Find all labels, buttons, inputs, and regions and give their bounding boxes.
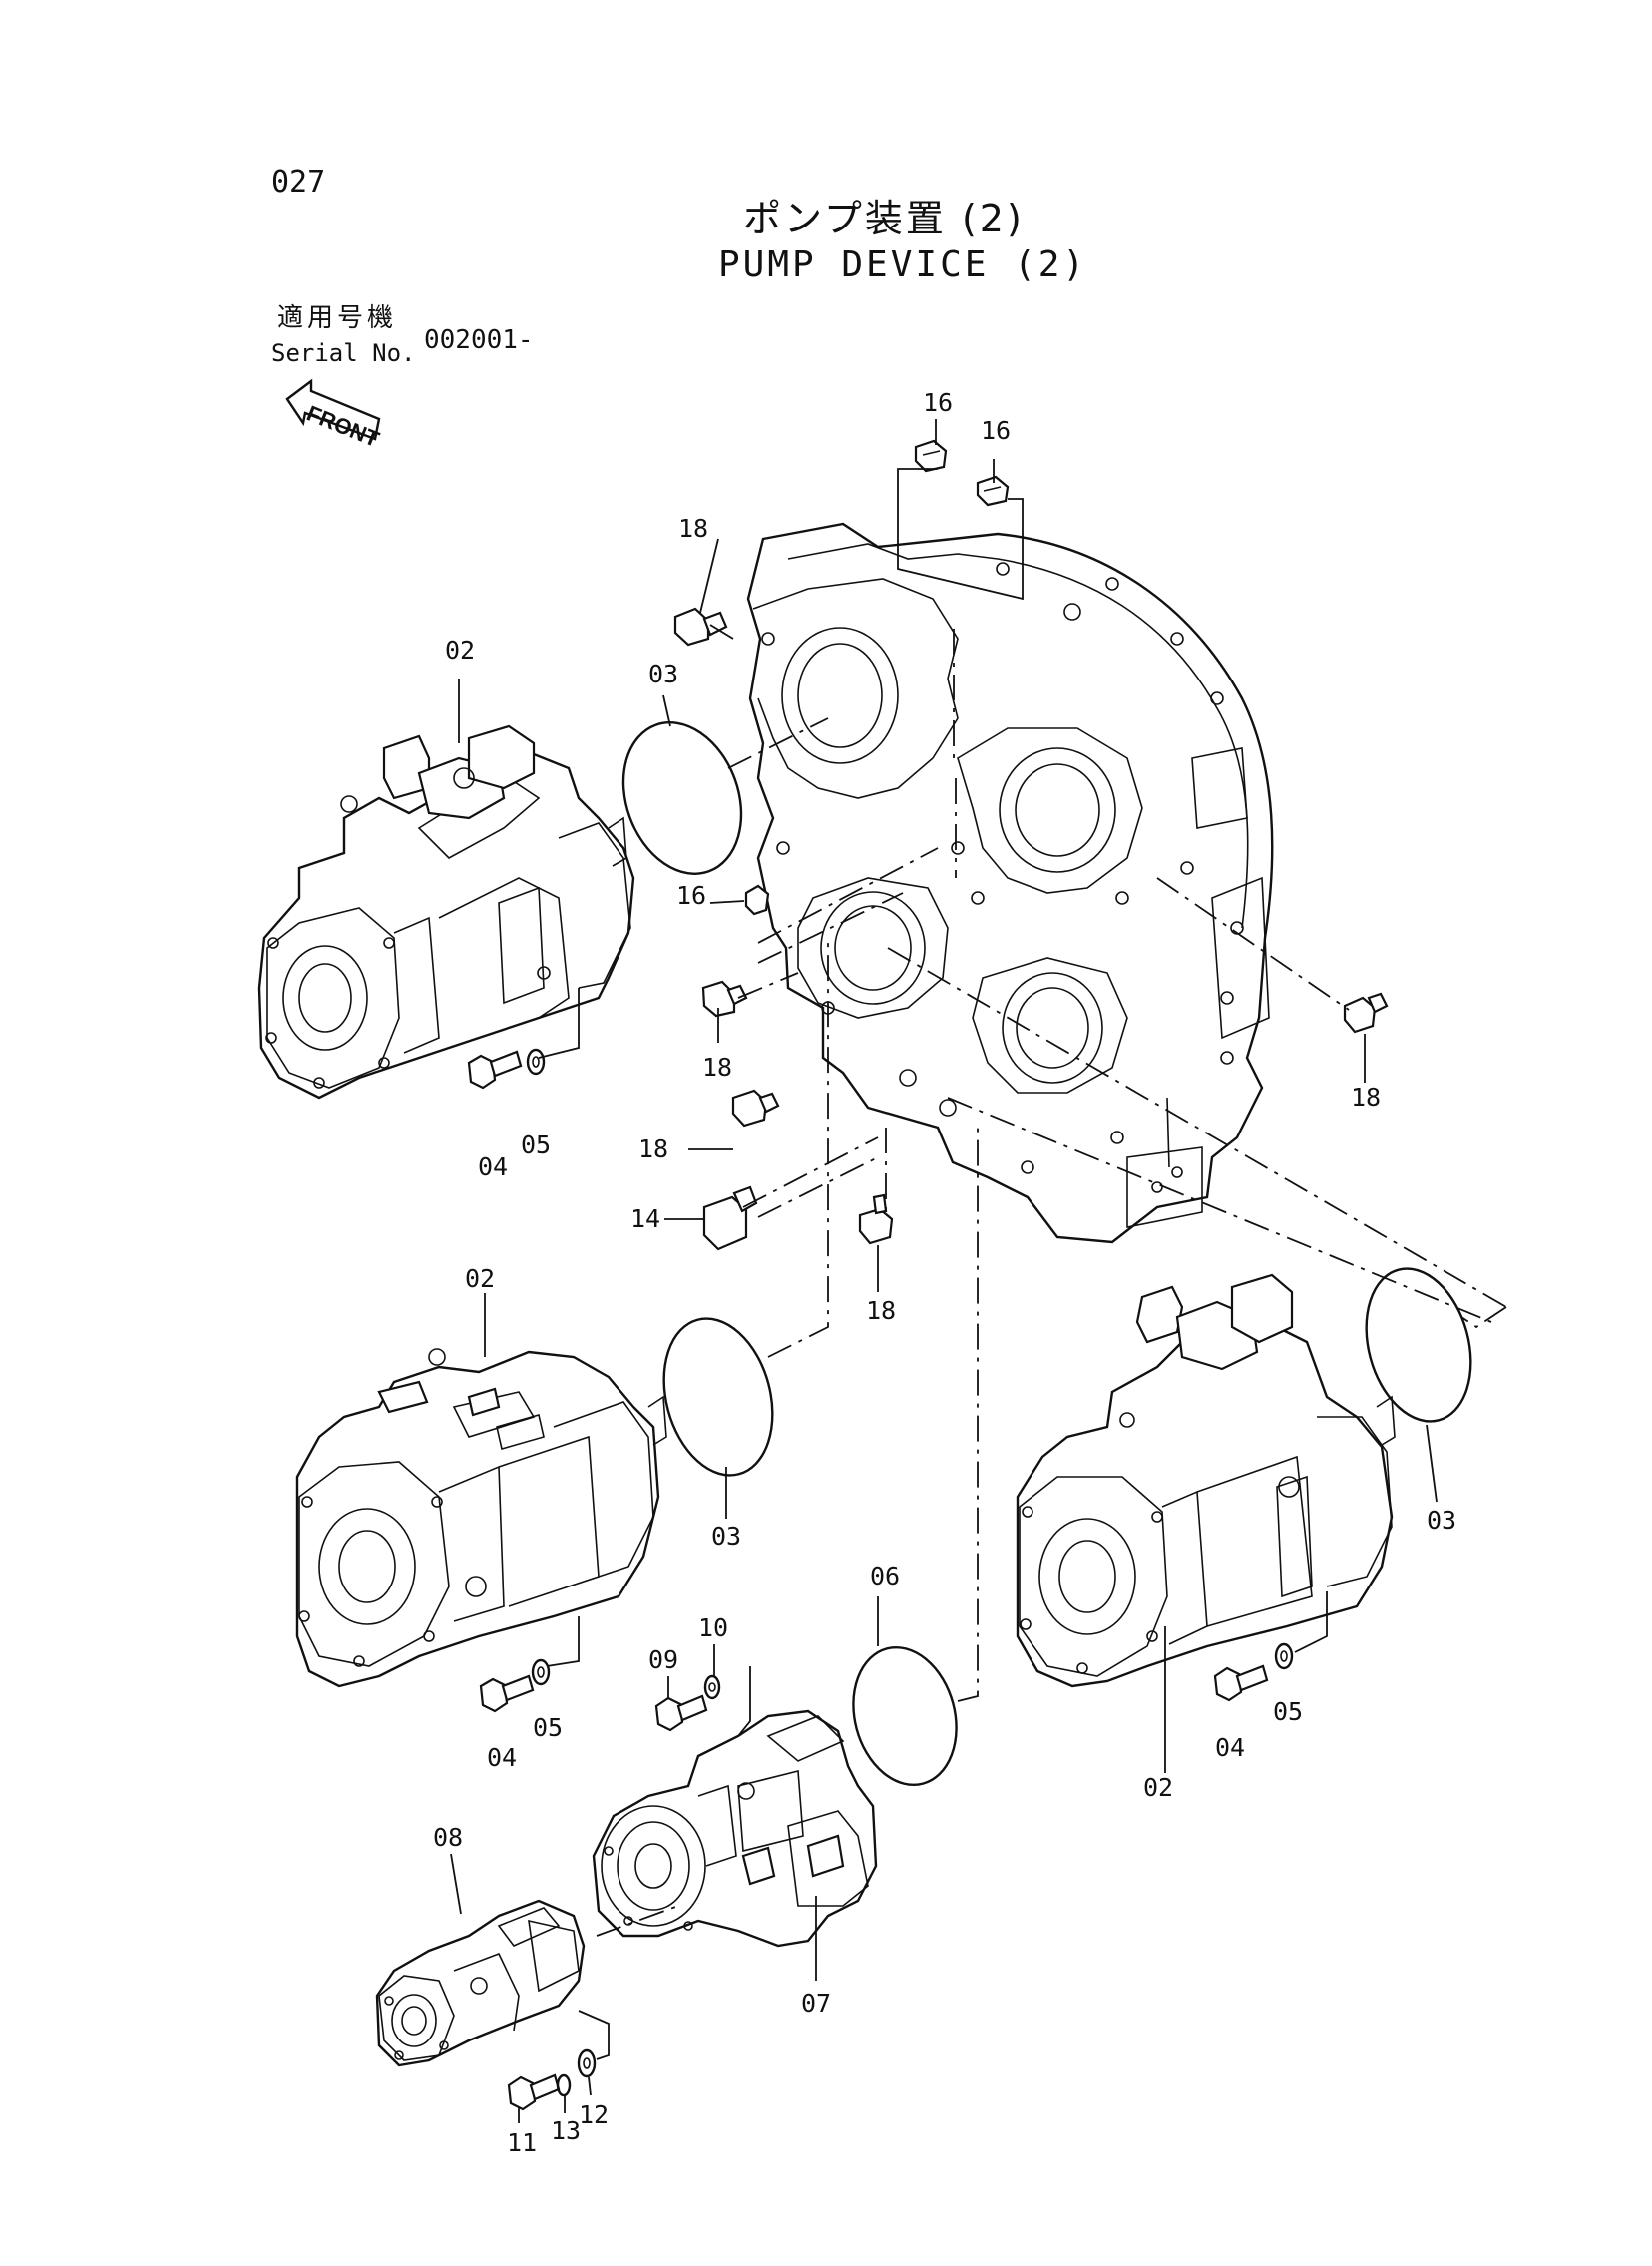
- assembly-centerlines: [596, 629, 1507, 1937]
- gear-pump-07: [592, 1709, 878, 1948]
- o-ring-06: [852, 1645, 958, 1787]
- front-arrow-icon: FRONT: [285, 378, 383, 452]
- breather-plug-16c: [744, 884, 770, 916]
- callout-03: 03: [711, 1522, 741, 1551]
- elbow-fitting-18c: [1343, 992, 1389, 1034]
- elbow-fitting-18e: [858, 1193, 894, 1245]
- washer-12: [577, 2048, 597, 2078]
- elbow-fitting-18b: [701, 980, 748, 1018]
- bolt-04-middle: [479, 1674, 535, 1713]
- page-title-japanese: ポンプ装置 (2): [743, 197, 1025, 240]
- callout-13: 13: [551, 2116, 581, 2145]
- main-pump-02-upper: [257, 724, 635, 1100]
- page-title-english: PUMP DEVICE (2): [718, 244, 1088, 285]
- callout-18: 18: [1351, 1083, 1381, 1112]
- callout-16: 16: [923, 388, 953, 417]
- callout-02: 02: [1143, 1773, 1173, 1802]
- callout-02: 02: [445, 636, 475, 665]
- callout-04: 04: [1215, 1733, 1245, 1762]
- callout-04: 04: [478, 1152, 508, 1181]
- pilot-pump-08: [375, 1899, 586, 2067]
- callout-18: 18: [638, 1134, 668, 1163]
- callout-11: 11: [507, 2128, 537, 2157]
- washer-05-upper: [526, 1048, 546, 1076]
- bolt-04-right: [1213, 1664, 1269, 1702]
- callout-07: 07: [801, 1989, 831, 2018]
- callout-18: 18: [702, 1053, 732, 1082]
- callout-02: 02: [465, 1264, 495, 1293]
- elbow-fitting-18a: [673, 607, 728, 647]
- callout-16: 16: [676, 881, 706, 910]
- callout-04: 04: [487, 1743, 517, 1772]
- callout-05: 05: [533, 1713, 563, 1742]
- elbow-fitting-14: [702, 1185, 758, 1251]
- main-pump-02-middle: [295, 1348, 667, 1688]
- callout-05: 05: [521, 1131, 551, 1159]
- serial-label-english: Serial No.: [271, 339, 416, 367]
- o-ring-03-middle: [662, 1317, 774, 1477]
- serial-number-value: 002001-: [424, 325, 534, 355]
- serial-label-japanese: 適用号機: [277, 303, 398, 333]
- callout-labels: 16 16 16 18 18 18 18 18 14 02 02 02 03 0…: [433, 388, 1456, 2157]
- callout-14: 14: [630, 1204, 660, 1233]
- callout-16: 16: [981, 416, 1011, 445]
- leader-lines: [450, 419, 1438, 2123]
- breather-plug-16b: [976, 475, 1010, 507]
- bolt-04-upper: [467, 1050, 523, 1090]
- callout-09: 09: [648, 1645, 678, 1674]
- o-ring-03-right: [1365, 1267, 1472, 1423]
- page-number: 027: [271, 165, 326, 200]
- main-pump-02-right: [1016, 1273, 1396, 1688]
- callout-12: 12: [579, 2100, 609, 2129]
- bolt-09: [654, 1694, 708, 1732]
- callout-18: 18: [678, 514, 708, 543]
- elbow-fitting-18d: [731, 1089, 780, 1128]
- washer-05-middle: [531, 1658, 551, 1686]
- callout-08: 08: [433, 1823, 463, 1852]
- callout-05: 05: [1273, 1697, 1303, 1726]
- breather-plug-16a: [914, 439, 948, 473]
- front-arrow-label: FRONT: [303, 400, 383, 452]
- washer-05-right: [1274, 1642, 1294, 1670]
- pump-housing: [746, 522, 1274, 1244]
- callout-18: 18: [866, 1296, 896, 1325]
- o-ring-03-upper: [621, 721, 743, 875]
- washer-10: [703, 1674, 721, 1700]
- callout-03: 03: [648, 660, 678, 688]
- callout-03: 03: [1427, 1506, 1456, 1535]
- bolt-11: [507, 2073, 561, 2111]
- callout-10: 10: [698, 1613, 728, 1642]
- washer-13: [556, 2073, 572, 2097]
- callout-06: 06: [870, 1562, 900, 1590]
